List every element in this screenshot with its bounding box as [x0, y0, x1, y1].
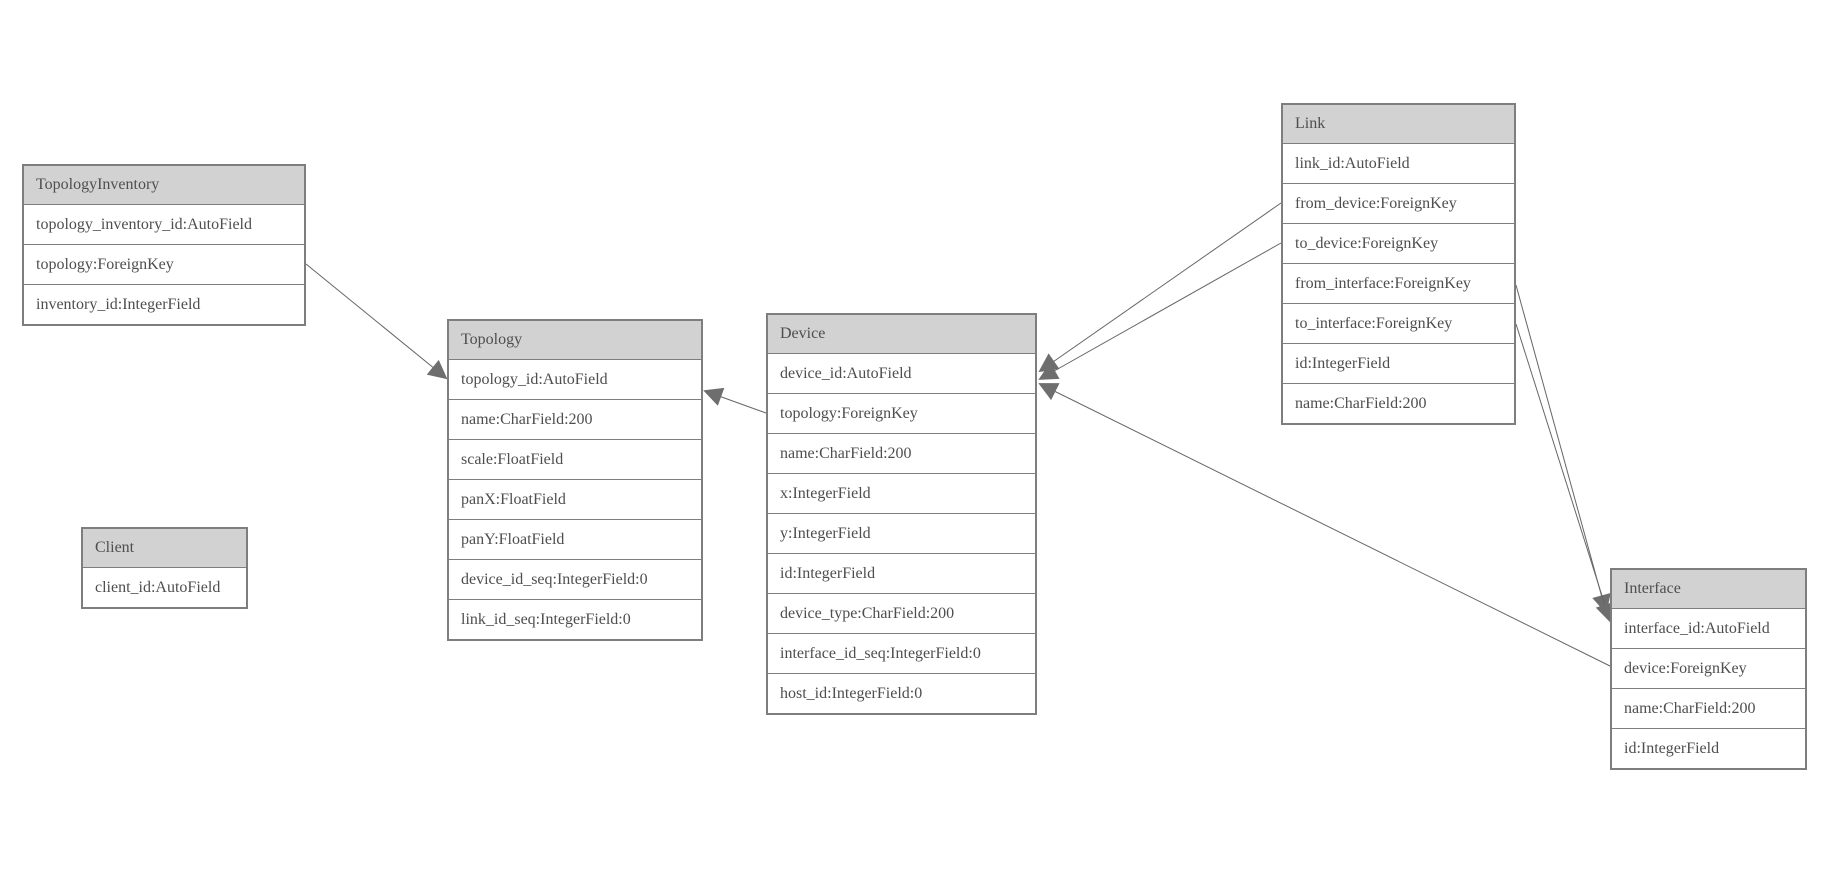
field-link-link_id: link_id:AutoField: [1283, 144, 1514, 184]
edge-link-todevice-device: [1038, 242, 1282, 380]
field-topology-device_id_seq: device_id_seq:IntegerField:0: [449, 560, 701, 600]
field-topology-panY: panY:FloatField: [449, 520, 701, 560]
edge-link-fromdevice-device: [1038, 202, 1282, 373]
field-device-y: y:IntegerField: [768, 514, 1035, 554]
field-device-x: x:IntegerField: [768, 474, 1035, 514]
field-device-device_id: device_id:AutoField: [768, 354, 1035, 394]
field-client-client_id: client_id:AutoField: [83, 568, 246, 607]
edge-interface-device: [1038, 383, 1611, 667]
field-device-interface_id_seq: interface_id_seq:IntegerField:0: [768, 634, 1035, 674]
field-interface-interface_id: interface_id:AutoField: [1612, 609, 1805, 649]
entity-title-topology: Topology: [449, 321, 701, 360]
entity-title-interface: Interface: [1612, 570, 1805, 609]
field-link-from_device: from_device:ForeignKey: [1283, 184, 1514, 224]
field-link-name: name:CharField:200: [1283, 384, 1514, 423]
field-link-to_interface: to_interface:ForeignKey: [1283, 304, 1514, 344]
field-interface-device: device:ForeignKey: [1612, 649, 1805, 689]
edge-link-frominterface-interface: [1515, 284, 1611, 614]
entity-title-link: Link: [1283, 105, 1514, 144]
field-device-device_type: device_type:CharField:200: [768, 594, 1035, 634]
entity-title-device: Device: [768, 315, 1035, 354]
edge-link-tointerface-interface: [1515, 323, 1614, 623]
field-topology-topology_id: topology_id:AutoField: [449, 360, 701, 400]
field-topology-scale: scale:FloatField: [449, 440, 701, 480]
field-topology-panX: panX:FloatField: [449, 480, 701, 520]
field-link-from_interface: from_interface:ForeignKey: [1283, 264, 1514, 304]
edge-topologyinventory-topology: [305, 263, 448, 380]
field-interface-id: id:IntegerField: [1612, 729, 1805, 768]
field-link-id: id:IntegerField: [1283, 344, 1514, 384]
field-device-host_id: host_id:IntegerField:0: [768, 674, 1035, 713]
entity-title-client: Client: [83, 529, 246, 568]
field-device-id: id:IntegerField: [768, 554, 1035, 594]
field-device-topology: topology:ForeignKey: [768, 394, 1035, 434]
field-device-name: name:CharField:200: [768, 434, 1035, 474]
edge-device-topology: [703, 387, 767, 414]
field-topology-link_id_seq: link_id_seq:IntegerField:0: [449, 600, 701, 639]
field-link-to_device: to_device:ForeignKey: [1283, 224, 1514, 264]
field-topologyinventory-topology_inventory_id: topology_inventory_id:AutoField: [24, 205, 304, 245]
field-topologyinventory-topology: topology:ForeignKey: [24, 245, 304, 285]
field-topologyinventory-inventory_id: inventory_id:IntegerField: [24, 285, 304, 324]
entity-title-topologyinventory: TopologyInventory: [24, 166, 304, 205]
field-interface-name: name:CharField:200: [1612, 689, 1805, 729]
field-topology-name: name:CharField:200: [449, 400, 701, 440]
